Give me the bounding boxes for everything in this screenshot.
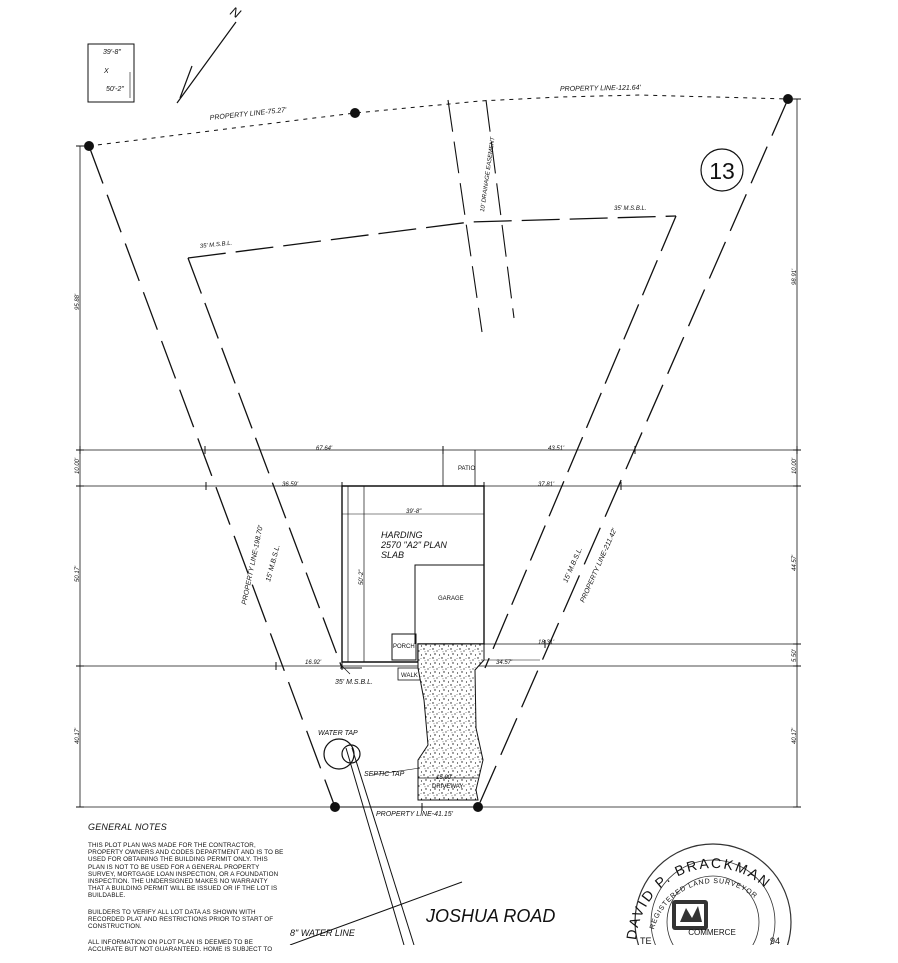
lot-number: 13 — [709, 158, 735, 184]
notes-paragraph-2: BUILDERS TO VERIFY ALL LOT DATA AS SHOWN… — [88, 908, 274, 931]
porch-label: PORCH — [393, 644, 415, 650]
walk-label: WALK — [401, 673, 418, 679]
road-label: JOSHUA ROAD — [425, 906, 555, 926]
water-line-label: 8" WATER LINE — [290, 928, 356, 938]
dim-left-10-00: 10.00' — [75, 457, 81, 474]
drainage-easement: 10' DRAINAGE EASEMENT — [447, 99, 515, 333]
setback-lines — [187, 215, 677, 669]
septic-tap-label: SEPTIC TAP — [364, 771, 405, 778]
surveyor-seal: DAVID P. BRACKMAN REGISTERED LAND SURVEY… — [623, 843, 792, 945]
msbl-side-right-label: 15' M.B.S.L. — [562, 546, 584, 584]
dim-right-10-00: 10.00' — [792, 457, 798, 474]
dim-67-64: 67.64' — [316, 446, 333, 452]
driveway — [417, 643, 485, 801]
dim-39-8: 39'-8" — [406, 509, 422, 515]
dim-18-31: 18.31' — [538, 640, 555, 646]
msbl-front-label: 35' M.S.B.L. — [335, 679, 373, 686]
house-size-box: 39'-8" X 50'-2" — [87, 43, 135, 103]
utilities — [289, 738, 463, 945]
dim-right-98-91: 98.91' — [792, 268, 798, 285]
driveway-label: DRIVEWAY — [432, 784, 463, 790]
dim-right-44-57: 44.57' — [792, 554, 798, 571]
notes-paragraph-1: THIS PLOT PLAN WAS MADE FOR THE CONTRACT… — [88, 842, 284, 900]
dim-43-51: 43.51' — [548, 446, 565, 452]
water-tap-label: WATER TAP — [318, 730, 358, 737]
house-name: HARDING — [381, 530, 423, 540]
dim-right-5-50: 5.50' — [792, 648, 798, 662]
garage-label: GARAGE — [438, 596, 464, 602]
house-foundation: SLAB — [381, 550, 404, 560]
dim-15-00: 15.00' — [436, 775, 453, 781]
general-notes: GENERAL NOTES THIS PLOT PLAN WAS MADE FO… — [88, 822, 284, 963]
property-line-bottom-label: PROPERTY LINE-41.15' — [376, 811, 454, 818]
size-width-label: 39'-8" — [103, 49, 121, 56]
house-plan: 2570 "A2" PLAN — [380, 540, 447, 550]
seal-number-text: 94 — [770, 936, 780, 945]
property-line-right-label: PROPERTY LINE-211.42' — [579, 527, 618, 604]
dim-right-40-17: 40.17' — [792, 727, 798, 744]
seal-state-text: TE — [640, 936, 652, 945]
property-line-top-right-label: PROPERTY LINE-121.64' — [560, 85, 642, 93]
dim-16-92: 16.92' — [305, 660, 322, 666]
msbl-side-left-label: 15' M.B.S.L. — [265, 544, 282, 582]
property-line-top-left-label: PROPERTY LINE-75.27' — [209, 107, 287, 122]
lot-number-badge: 13 — [700, 148, 744, 192]
north-label: N — [228, 3, 244, 21]
dim-left-50-17: 50.17' — [75, 565, 81, 582]
dim-34-57: 34.57' — [496, 660, 513, 666]
size-sep-label: X — [103, 68, 109, 75]
msbl-rear-right-label: 35' M.S.B.L. — [614, 206, 647, 212]
seal-center-text: COMMERCE — [688, 928, 736, 937]
notes-paragraph-3: ALL INFORMATION ON PLOT PLAN IS DEEMED T… — [88, 939, 273, 954]
drainage-easement-label: 10' DRAINAGE EASEMENT — [480, 135, 497, 212]
notes-title: GENERAL NOTES — [88, 822, 167, 832]
dim-36-59: 36.59' — [282, 482, 299, 488]
dim-50-2: 50'-2" — [359, 569, 365, 585]
north-arrow: N — [176, 3, 244, 104]
patio-label: PATIO — [458, 466, 475, 472]
dim-37-81: 37.81' — [538, 482, 555, 488]
dim-left-40-17: 40.17' — [75, 727, 81, 744]
dim-left-95-88: 95.88' — [75, 293, 81, 310]
size-depth-label: 50'-2" — [106, 86, 124, 93]
msbl-rear-left-label: 35' M.S.B.L. — [200, 241, 233, 250]
